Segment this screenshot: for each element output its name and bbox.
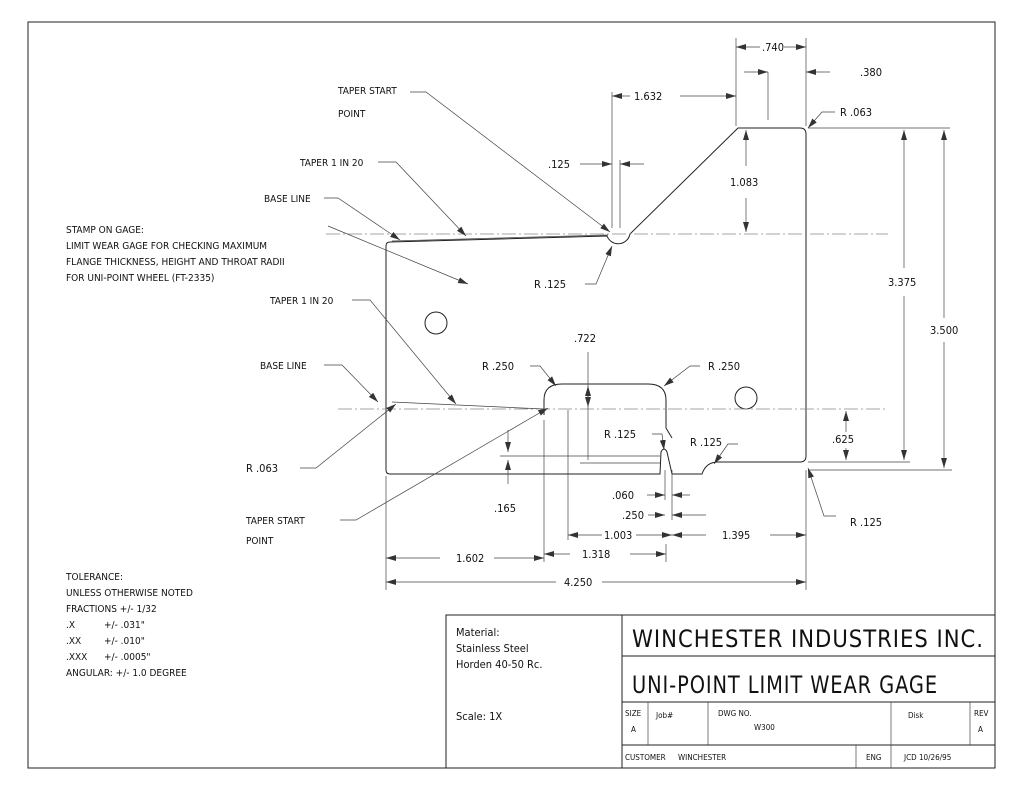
customer-value: WINCHESTER [678, 753, 726, 762]
callout-taper-start-bottom-2: POINT [246, 536, 274, 547]
tolerance-row-key: .X [66, 620, 75, 631]
tolerance-row-value: +/- .010" [104, 636, 145, 647]
gage-outline [385, 127, 807, 475]
callout-taper-start-top-1: TAPER START [337, 86, 397, 97]
tolerance-line-1: UNLESS OTHERWISE NOTED [66, 588, 193, 599]
material-label: Material: [456, 626, 500, 639]
callout-stamp-2: LIMIT WEAR GAGE FOR CHECKING MAXIMUM [66, 241, 267, 252]
callout-stamp-3: FLANGE THICKNESS, HEIGHT AND THROAT RADI… [66, 257, 285, 268]
dim-125: .125 [548, 158, 570, 171]
dim-250: .250 [622, 509, 644, 522]
callout-base-line-top: BASE LINE [264, 194, 311, 205]
dim-165: .165 [494, 502, 516, 515]
dim-1083: 1.083 [730, 176, 758, 189]
tolerance-title: TOLERANCE: [65, 572, 123, 583]
tolerance-line-2: FRACTIONS +/- 1/32 [66, 604, 157, 615]
callout-base-line-bottom: BASE LINE [260, 361, 307, 372]
dim-4250: 4.250 [564, 576, 592, 589]
disk-label: Disk [908, 711, 924, 720]
eng-value: JCD 10/26/95 [903, 753, 951, 762]
customer-label: CUSTOMER [625, 753, 666, 762]
dim-r125-mid-left: R .125 [604, 428, 636, 441]
tolerance-row-value: +/- .0005" [104, 652, 151, 663]
rev-value: A [978, 725, 983, 734]
dim-380: .380 [860, 66, 882, 79]
material-hardness: Horden 40-50 Rc. [456, 658, 543, 671]
callout-stamp-1: STAMP ON GAGE: [66, 225, 144, 236]
dim-1003: 1.003 [604, 529, 632, 542]
tolerance-angular: ANGULAR: +/- 1.0 DEGREE [66, 668, 187, 679]
callout-taper-start-bottom-1: TAPER START [245, 516, 305, 527]
dim-722: .722 [574, 332, 596, 345]
dwg-label: DWG NO. [718, 709, 752, 718]
dim-r125-mid-right: R .125 [690, 436, 722, 449]
dim-1632: 1.632 [634, 90, 662, 103]
dim-3500: 3.500 [930, 324, 958, 337]
rev-label: REV [974, 709, 989, 718]
tolerance-note: TOLERANCE: UNLESS OTHERWISE NOTED FRACTI… [65, 572, 193, 679]
dim-740: .740 [762, 41, 784, 54]
dim-1318: 1.318 [582, 548, 610, 561]
leader-lines [300, 91, 836, 521]
dim-1602: 1.602 [456, 552, 484, 565]
size-label: SIZE [625, 709, 642, 718]
part-name: UNI-POINT LIMIT WEAR GAGE [632, 671, 938, 699]
eng-label: ENG [866, 753, 882, 762]
hole-left [424, 311, 448, 335]
job-label: Job# [655, 711, 673, 720]
taper-line-bottom [391, 401, 545, 410]
dim-3375: 3.375 [888, 276, 916, 289]
taper-line-top [391, 234, 609, 242]
callout-stamp-4: FOR UNI-POINT WHEEL (FT-2335) [66, 273, 214, 284]
callout-taper-top: TAPER 1 IN 20 [299, 158, 364, 169]
dim-r250-left: R .250 [482, 360, 514, 373]
dim-r125-top: R .125 [534, 278, 566, 291]
tolerance-row-key: .XXX [66, 652, 87, 663]
dim-r250-right: R .250 [708, 360, 740, 373]
tolerance-row-key: .XX [66, 636, 81, 647]
hole-right [734, 386, 758, 410]
dwg-value: W300 [754, 723, 775, 732]
callout-taper-start-top-2: POINT [338, 109, 366, 120]
size-value: A [631, 725, 636, 734]
dim-060: .060 [612, 489, 634, 502]
dim-r063-left: R .063 [246, 462, 278, 475]
material-value: Stainless Steel [456, 642, 529, 655]
scale-text: Scale: 1X [456, 710, 502, 723]
title-block: Material: Stainless Steel Horden 40-50 R… [445, 614, 996, 769]
company-name: WINCHESTER INDUSTRIES INC. [632, 625, 984, 653]
dimension-lines [385, 38, 952, 590]
dim-1395: 1.395 [722, 529, 750, 542]
dim-625: .625 [832, 433, 854, 446]
tolerance-row-value: +/- .031" [104, 620, 145, 631]
callout-taper-bottom: TAPER 1 IN 20 [269, 296, 334, 307]
dim-r125-bottom: R .125 [850, 516, 882, 529]
dim-r063-top: R .063 [840, 106, 872, 119]
